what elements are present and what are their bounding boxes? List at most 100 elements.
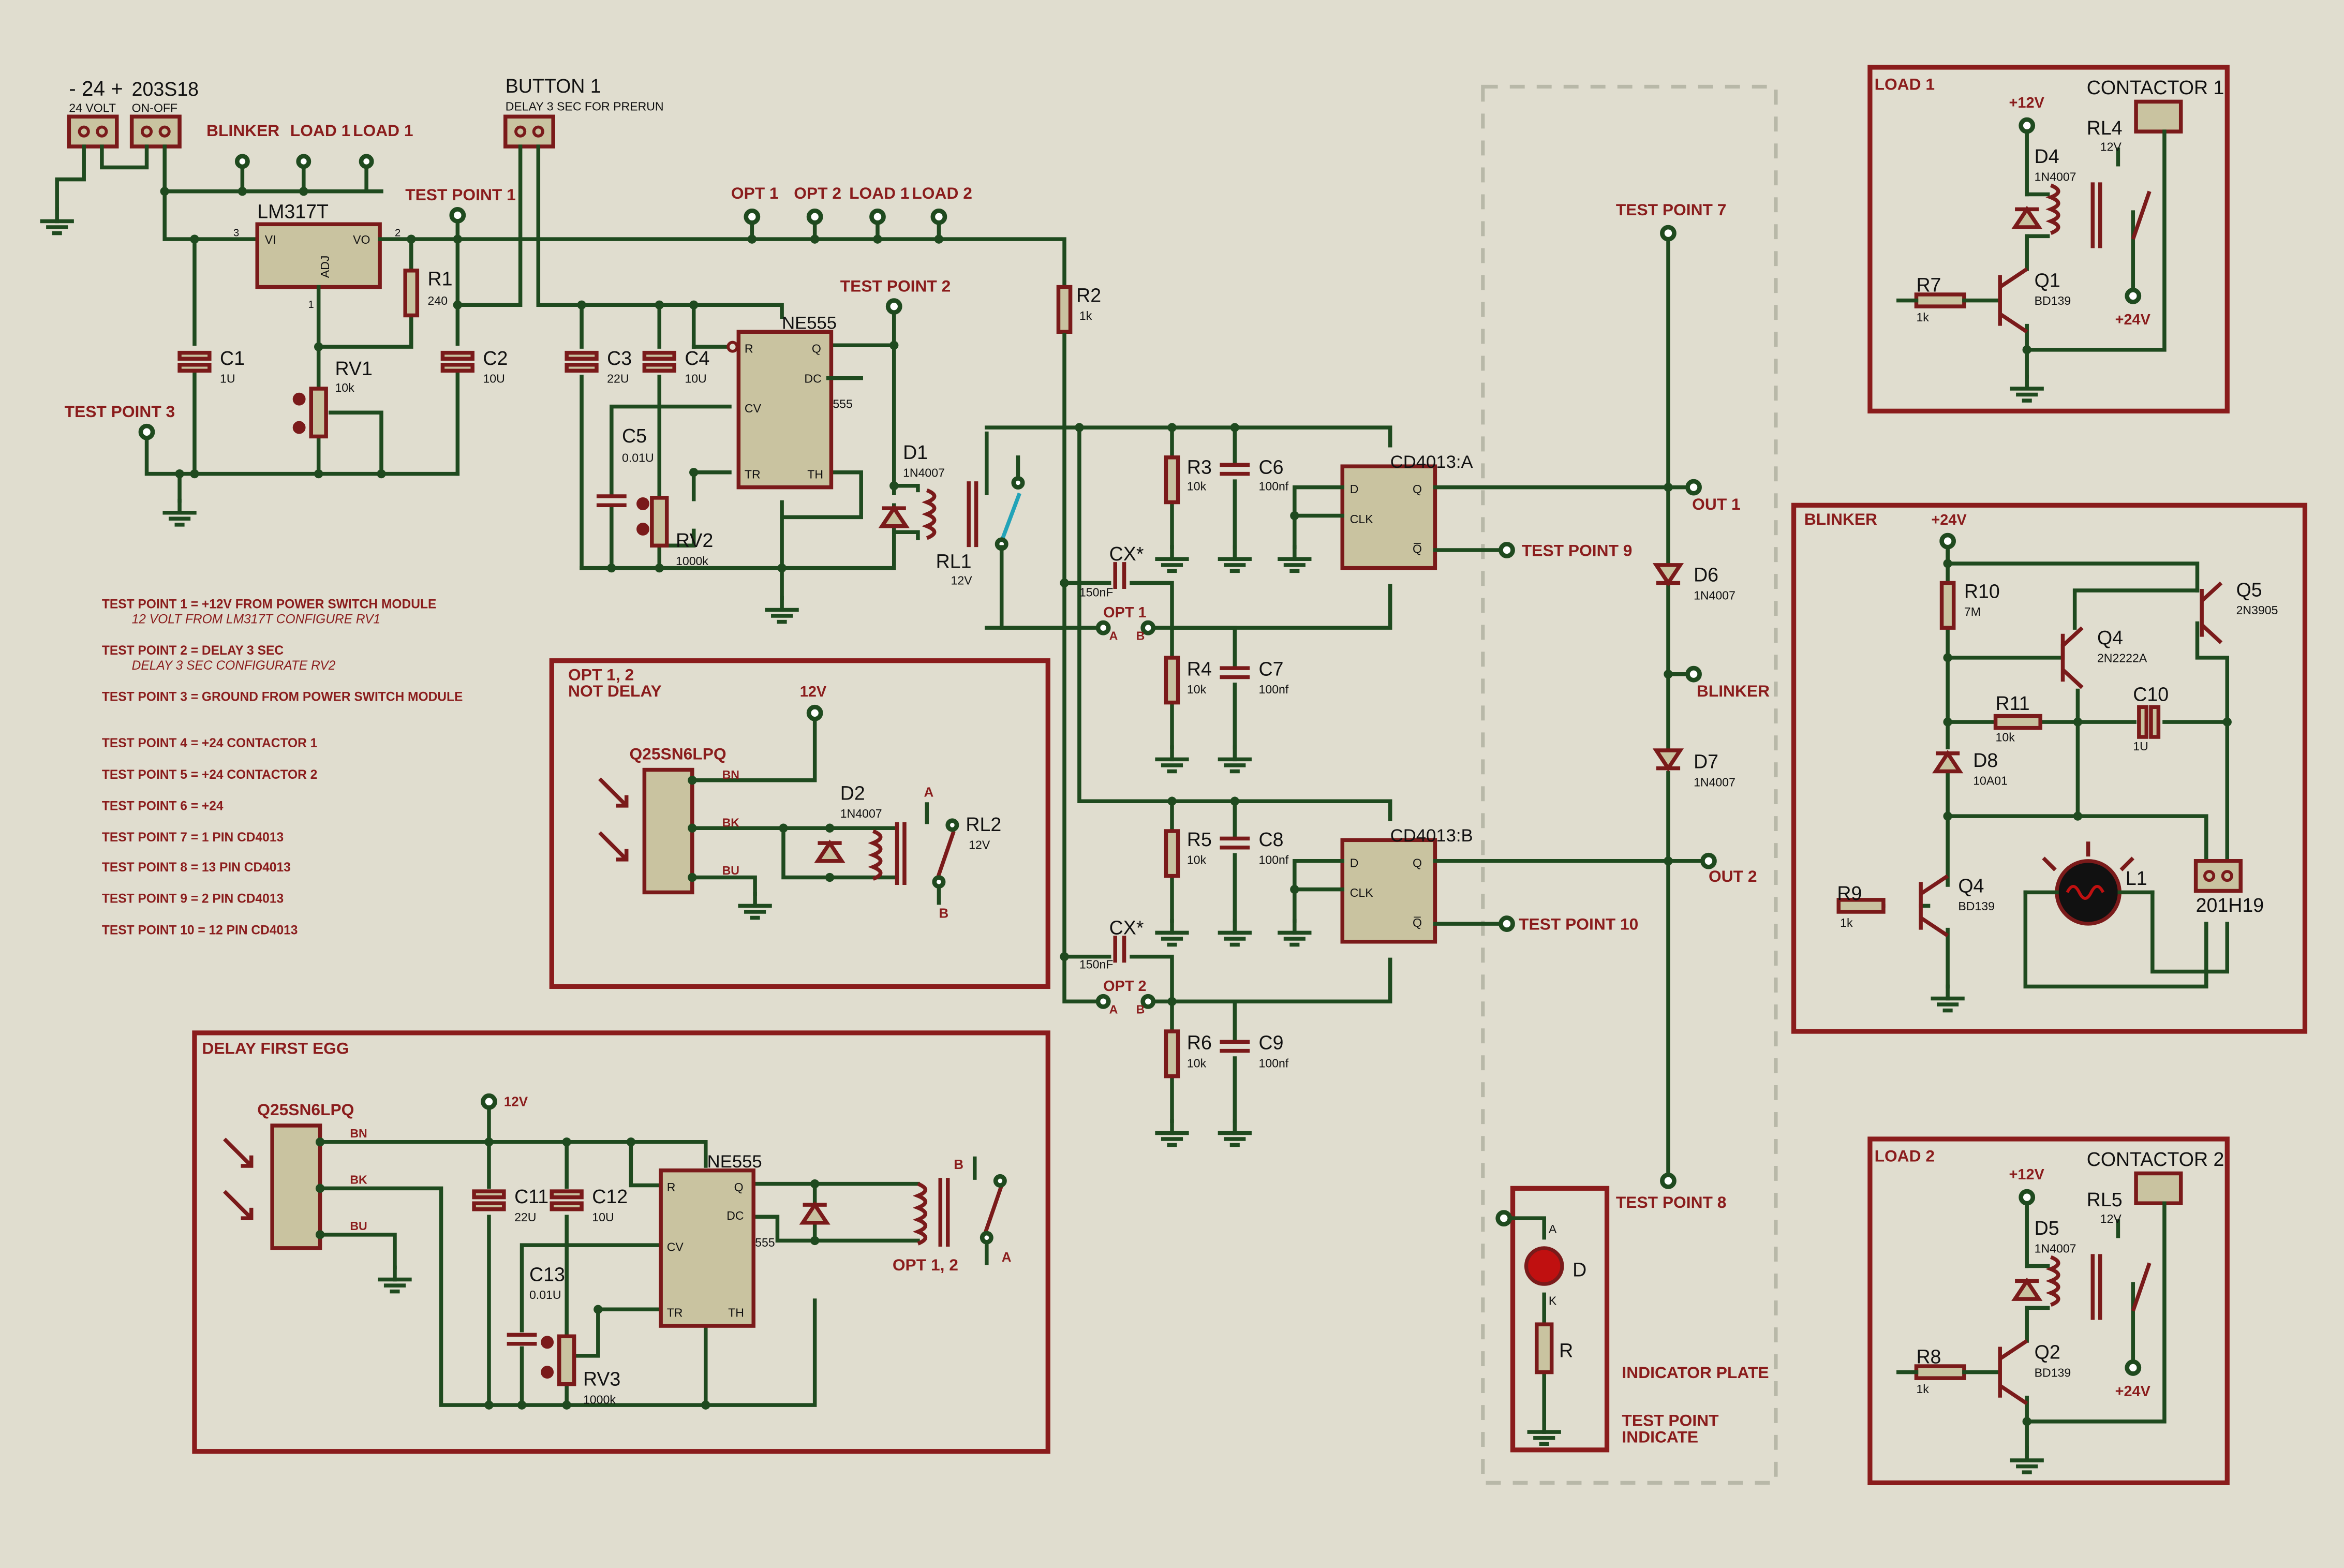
c6-label: C6	[1259, 456, 1284, 478]
indicator-tp-label-2: INDICATE	[1622, 1427, 1698, 1446]
resistor-label: R7	[1916, 274, 1941, 295]
c7-label: C7	[1259, 658, 1284, 680]
resistor-value: 1k	[1916, 310, 1929, 324]
ne555-2-cv: CV	[667, 1240, 684, 1254]
ne555-1-r: R	[745, 342, 753, 356]
r5-label: R5	[1187, 829, 1212, 850]
delay-sensor: Q25SN6LPQ	[223, 1100, 354, 1250]
q4-value: BD139	[1958, 899, 1995, 913]
label-load2-top: LOAD 2	[912, 184, 972, 202]
label-out1: OUT 1	[1692, 495, 1741, 513]
resistor-value: 1k	[1916, 1382, 1929, 1396]
delay-12v: 12V	[504, 1093, 528, 1109]
indicator-led-icon	[1524, 1246, 1564, 1286]
cd4013b-clk: CLK	[1350, 886, 1374, 899]
d6-label: D6	[1694, 564, 1718, 586]
cx1-label: CX*	[1109, 543, 1144, 565]
conn-24v-label: - 24 +	[69, 77, 123, 100]
opt-box	[549, 658, 1050, 989]
opt-bn: BN	[722, 768, 739, 781]
note-line: TEST POINT 7 = 1 PIN CD4013	[102, 831, 284, 845]
svg-text:2: 2	[395, 227, 400, 239]
delay-bn: BN	[350, 1127, 367, 1140]
c13-value: 0.01U	[529, 1288, 561, 1301]
cx1-value: 150nF	[1079, 585, 1113, 599]
cx2-label: CX*	[1109, 916, 1144, 938]
conn-24v-sub: 24 VOLT	[69, 101, 116, 115]
r9-label: R9	[1837, 882, 1862, 904]
load-12v: +12V	[2009, 1166, 2045, 1183]
indicator-plate-label: INDICATOR PLATE	[1622, 1363, 1769, 1382]
lm317t-regulator: LM317T VI VO ADJ 3 2 1	[233, 201, 400, 310]
delay-box	[192, 1030, 1050, 1454]
cd4013a-qb: Q̅	[1413, 542, 1422, 556]
delay-b: B	[954, 1157, 963, 1172]
button-sub: DELAY 3 SEC FOR PRERUN	[506, 100, 664, 113]
lamp-l1-icon	[2042, 841, 2134, 926]
load-24v: +24V	[2115, 1383, 2151, 1400]
delay-bu: BU	[350, 1219, 367, 1233]
contactor-label: CONTACTOR 2	[2087, 1148, 2224, 1170]
opt1-a: A	[1109, 629, 1118, 642]
load-coil-wires	[2025, 192, 2050, 239]
switch-connector: 203S18 ON-OFF	[129, 78, 199, 149]
c8-value: 100nf	[1259, 853, 1289, 867]
opt-box-title: OPT 1, 2	[568, 665, 634, 684]
r2-label: R2	[1076, 284, 1101, 306]
d2-label: D2	[840, 782, 865, 804]
transistor-value: BD139	[2035, 1366, 2071, 1379]
rv1-label: RV1	[335, 358, 372, 379]
tp-24v	[2125, 1359, 2142, 1376]
q4a-value: 2N2222A	[2097, 652, 2147, 665]
relay-value: 12V	[2100, 140, 2122, 154]
label-load1-c: LOAD 1	[849, 184, 909, 202]
load-coil-icon	[2045, 183, 2060, 235]
load-transistor-c	[1999, 267, 2028, 289]
button-label: BUTTON 1	[506, 75, 601, 97]
r10-value: 7M	[1964, 605, 1981, 618]
q4-2n2222a	[2060, 626, 2084, 689]
cd4013-b: CD4013:B D CLK Q Q̅	[1340, 826, 1473, 944]
opt1-b: B	[1136, 629, 1145, 642]
blinker-title: BLINKER	[1804, 510, 1877, 528]
cd4013b-label: CD4013:B	[1390, 826, 1473, 846]
label-out2: OUT 2	[1709, 867, 1757, 885]
rv2-label: RV2	[676, 529, 713, 551]
cd4013a-clk: CLK	[1350, 512, 1374, 526]
rv2-value: 1000k	[676, 554, 708, 568]
ne555-timer-2: NE555 R CV TR TH Q DC 555	[659, 1152, 775, 1328]
c2-label: C2	[483, 347, 508, 369]
label-tp2: TEST POINT 2	[840, 276, 951, 295]
d6-value: 1N4007	[1694, 588, 1735, 602]
opt-a: A	[924, 785, 934, 800]
opt-12v: 12V	[800, 684, 827, 700]
c2-value: 10U	[483, 372, 505, 385]
opt-box-subtitle: NOT DELAY	[568, 682, 662, 700]
note-line: TEST POINT 8 = 13 PIN CD4013	[102, 861, 291, 875]
delay-bk: BK	[350, 1173, 367, 1187]
label-tp9: TEST POINT 9	[1522, 541, 1633, 560]
note-line: TEST POINT 6 = +24	[102, 800, 224, 813]
r9-value: 1k	[1840, 916, 1853, 929]
ne555-2-dc: DC	[726, 1209, 744, 1222]
indicator-r: R	[1559, 1340, 1573, 1362]
c9-value: 100nf	[1259, 1056, 1289, 1070]
diode-value: 1N4007	[2035, 170, 2076, 184]
switch-label: 203S18	[132, 78, 199, 100]
load-box-outline	[1867, 65, 2230, 413]
transistor-label: Q1	[2035, 270, 2060, 291]
q5-label: Q5	[2236, 579, 2262, 600]
note-subline: 12 VOLT FROM LM317T CONFIGURE RV1	[132, 612, 381, 626]
load-box-outline	[1867, 1136, 2230, 1485]
d1-label: D1	[903, 441, 928, 463]
opt-bk: BK	[722, 816, 740, 829]
ne555-1-label: NE555	[782, 313, 837, 333]
indicator-tp-label-1: TEST POINT	[1622, 1411, 1719, 1430]
ne555-2-th: TH	[728, 1306, 744, 1320]
opt1-switch-label: OPT 1	[1103, 604, 1146, 621]
ne555-2-label: NE555	[707, 1152, 762, 1172]
label-blinker-bus: BLINKER	[1697, 682, 1770, 700]
cd4013b-q: Q	[1413, 856, 1422, 869]
